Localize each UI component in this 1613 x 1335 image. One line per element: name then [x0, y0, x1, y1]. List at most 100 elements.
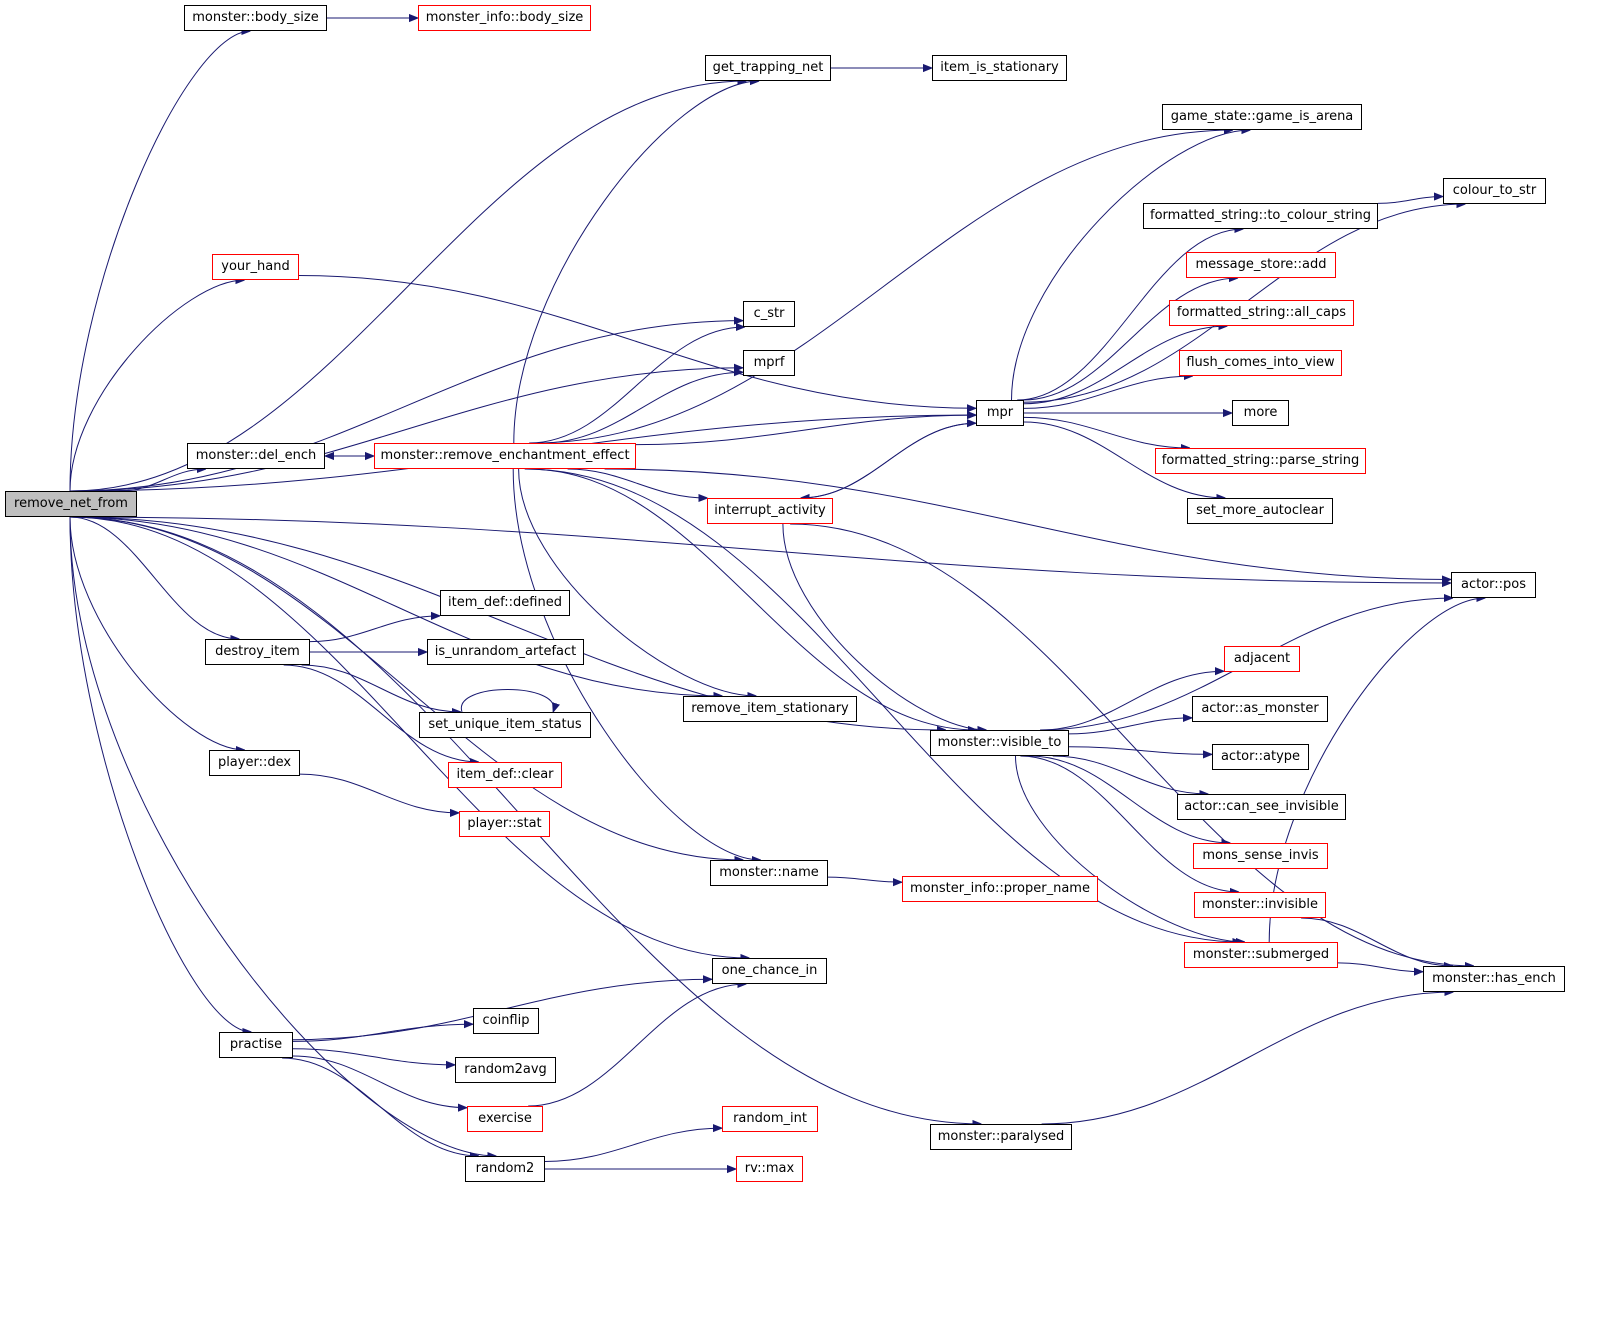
node-destroy-item[interactable]: destroy_item	[205, 639, 310, 665]
node-parse-string[interactable]: formatted_string::parse_string	[1155, 448, 1366, 474]
node-adjacent[interactable]: adjacent	[1224, 646, 1300, 672]
node-practise[interactable]: practise	[219, 1032, 293, 1058]
node-one-chance-in[interactable]: one_chance_in	[712, 958, 827, 984]
edge-mpr-to-game-is-arena	[1011, 130, 1251, 401]
node-has-ench[interactable]: monster::has_ench	[1423, 966, 1565, 992]
node-can-see-invisible[interactable]: actor::can_see_invisible	[1177, 794, 1346, 820]
edge-random2-to-random-int	[544, 1128, 722, 1162]
edge-remove-enchantment-effect-to-mprf	[541, 372, 743, 444]
edge-remove-net-from-to-practise	[69, 516, 251, 1032]
edge-visible-to-to-can-see-invisible	[1052, 755, 1209, 794]
edge-remove-net-from-to-destroy-item	[69, 516, 239, 639]
node-random2[interactable]: random2	[465, 1156, 545, 1182]
node-monster-submerged[interactable]: monster::submerged	[1184, 942, 1338, 968]
node-colour-to-str[interactable]: colour_to_str	[1443, 178, 1546, 204]
node-game-is-arena[interactable]: game_state::game_is_arena	[1162, 104, 1362, 130]
edge-visible-to-to-actor-as-monster	[1068, 718, 1192, 735]
edge-remove-net-from-to-player-dex	[69, 516, 245, 750]
edge-remove-enchantment-effect-to-remove-item-stationary	[518, 468, 757, 696]
node-get-trapping-net[interactable]: get_trapping_net	[705, 55, 831, 81]
edge-destroy-item-to-item-def-clear	[283, 664, 479, 762]
node-monster-invisible[interactable]: monster::invisible	[1194, 892, 1326, 918]
edge-to-colour-string-to-colour-to-str	[1377, 197, 1443, 204]
node-monster-info-body-size[interactable]: monster_info::body_size	[418, 5, 591, 31]
node-mprf[interactable]: mprf	[743, 350, 795, 376]
node-monster-body-size[interactable]: monster::body_size	[184, 5, 327, 31]
node-remove-item-stationary[interactable]: remove_item_stationary	[683, 696, 857, 722]
node-random-int[interactable]: random_int	[722, 1106, 818, 1132]
edge-practise-to-random2avg	[292, 1048, 455, 1065]
node-mpr[interactable]: mpr	[976, 400, 1024, 426]
node-paralysed[interactable]: monster::paralysed	[930, 1124, 1072, 1150]
node-mons-sense-invis[interactable]: mons_sense_invis	[1193, 843, 1328, 869]
node-remove-enchantment-effect[interactable]: monster::remove_enchantment_effect	[374, 443, 636, 469]
edge-practise-to-random2	[282, 1057, 479, 1156]
node-set-more-autoclear[interactable]: set_more_autoclear	[1187, 498, 1333, 524]
node-interrupt-activity[interactable]: interrupt_activity	[707, 498, 833, 524]
edge-remove-enchantment-effect-to-visible-to	[527, 468, 977, 730]
edge-monster-invisible-to-has-ench	[1301, 917, 1453, 966]
edge-mpr-to-to-colour-string	[1017, 229, 1243, 401]
node-c-str[interactable]: c_str	[743, 301, 795, 327]
node-visible-to[interactable]: monster::visible_to	[930, 730, 1069, 756]
node-all-caps[interactable]: formatted_string::all_caps	[1169, 300, 1354, 326]
edge-visible-to-to-mons-sense-invis	[1029, 755, 1231, 843]
node-message-store-add[interactable]: message_store::add	[1186, 252, 1336, 278]
edge-monster-name-to-proper-name	[827, 876, 902, 882]
edge-practise-to-exercise	[292, 1055, 467, 1108]
node-item-def-clear[interactable]: item_def::clear	[448, 762, 562, 788]
edge-destroy-item-to-set-unique-item-status	[301, 664, 461, 712]
edge-remove-net-from-to-remove-item-stationary	[69, 516, 723, 696]
edge-player-dex-to-player-stat	[299, 773, 459, 813]
node-your-hand[interactable]: your_hand	[212, 254, 299, 280]
edge-remove-net-from-to-mprf	[69, 368, 743, 492]
node-item-def-defined[interactable]: item_def::defined	[440, 590, 570, 616]
edge-interrupt-activity-to-visible-to	[782, 523, 987, 730]
node-exercise[interactable]: exercise	[467, 1106, 543, 1132]
edge-remove-net-from-to-one-chance-in	[69, 516, 750, 958]
edge-destroy-item-to-item-def-defined	[309, 616, 440, 643]
edge-remove-net-from-to-get-trapping-net	[69, 81, 747, 492]
edge-mpr-to-all-caps	[1023, 326, 1228, 405]
edge-remove-net-from-to-monster-body-size	[69, 31, 250, 492]
node-player-dex[interactable]: player::dex	[209, 750, 300, 776]
edge-remove-enchantment-effect-to-c-str	[529, 327, 745, 444]
node-monster-name[interactable]: monster::name	[710, 860, 828, 886]
edge-remove-net-from-to-c-str	[69, 321, 743, 492]
node-is-unrandom-artefact[interactable]: is_unrandom_artefact	[427, 639, 584, 665]
edge-remove-net-from-to-del-ench	[121, 469, 206, 492]
edges	[69, 18, 1485, 1169]
node-to-colour-string[interactable]: formatted_string::to_colour_string	[1143, 203, 1378, 229]
node-set-unique-item-status[interactable]: set_unique_item_status	[419, 712, 591, 738]
edge-visible-to-to-monster-invisible	[1020, 755, 1239, 892]
node-item-is-stationary[interactable]: item_is_stationary	[932, 55, 1067, 81]
node-remove-net-from[interactable]: remove_net_from	[5, 491, 137, 517]
edge-set-unique-item-status-to-set-unique-item-status	[461, 689, 553, 713]
node-flush-comes-into-view[interactable]: flush_comes_into_view	[1179, 350, 1342, 376]
node-proper-name[interactable]: monster_info::proper_name	[902, 876, 1098, 902]
node-actor-atype[interactable]: actor::atype	[1212, 744, 1309, 770]
node-rv-max[interactable]: rv::max	[736, 1156, 803, 1182]
edge-remove-net-from-to-random2	[69, 516, 496, 1156]
edge-monster-submerged-to-has-ench	[1337, 962, 1423, 972]
node-player-stat[interactable]: player::stat	[459, 811, 550, 837]
node-more[interactable]: more	[1232, 400, 1289, 426]
edge-your-hand-to-mpr	[298, 275, 976, 409]
edge-interrupt-activity-to-has-ench	[790, 523, 1474, 966]
edge-remove-enchantment-effect-to-monster-submerged	[524, 468, 1242, 942]
edge-visible-to-to-monster-submerged	[1015, 755, 1246, 942]
node-random2avg[interactable]: random2avg	[455, 1057, 556, 1083]
node-actor-as-monster[interactable]: actor::as_monster	[1192, 696, 1328, 722]
edge-monster-submerged-to-actor-pos	[1268, 598, 1485, 943]
node-coinflip[interactable]: coinflip	[473, 1008, 539, 1034]
edge-paralysed-to-has-ench	[1041, 992, 1454, 1125]
node-del-ench[interactable]: monster::del_ench	[187, 443, 325, 469]
edge-mpr-to-parse-string	[1023, 416, 1190, 448]
node-actor-pos[interactable]: actor::pos	[1451, 572, 1536, 598]
edge-mpr-to-set-more-autoclear	[1023, 421, 1226, 498]
edge-remove-net-from-to-monster-name	[69, 516, 744, 860]
edge-practise-to-coinflip	[292, 1024, 473, 1042]
edge-remove-net-from-to-your-hand	[69, 280, 245, 492]
edge-interrupt-activity-to-mpr	[800, 423, 977, 499]
